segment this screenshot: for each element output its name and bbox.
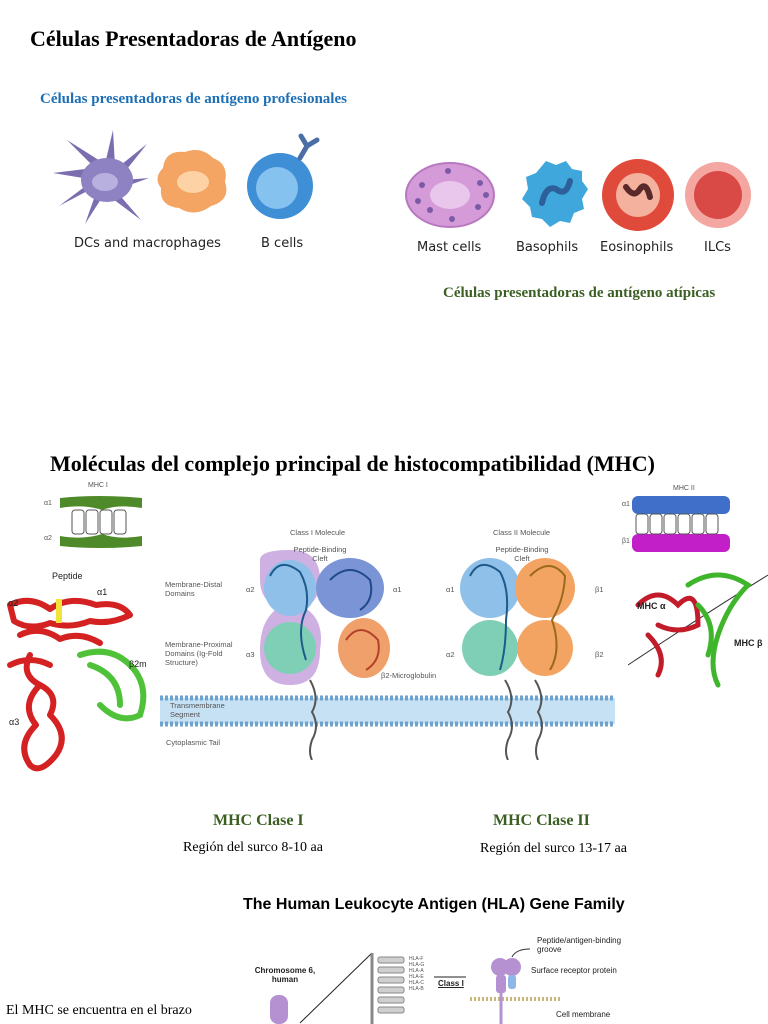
class2-b1-label: β1 xyxy=(595,585,604,594)
b-cells-label: B cells xyxy=(261,236,304,251)
basophils-label: Basophils xyxy=(516,240,579,255)
chromosome-label: Chromosome 6, human xyxy=(254,966,316,984)
mast-cell-icon xyxy=(405,162,495,228)
class1-a1-label: α1 xyxy=(393,585,402,594)
basophil-icon xyxy=(522,161,588,227)
ribbon-b2m-label: β2m xyxy=(129,659,147,669)
cleft1-label: Peptide-Binding Cleft xyxy=(293,545,347,563)
region2-text: Región del surco 13-17 aa xyxy=(480,841,627,856)
b2-microglobulin-label: β2-Microglobulin xyxy=(381,671,437,680)
cytoplasmic-tail-label: Cytoplasmic Tail xyxy=(166,738,221,747)
proximal-domains-label: Membrane-Proximal Domains (Ig-Fold Struc… xyxy=(165,640,233,667)
gene-hla-e: HLA-E xyxy=(409,974,424,980)
mhc1-small-icon xyxy=(60,496,142,548)
transmembrane-label: Transmembrane Segment xyxy=(170,701,225,719)
atypical-apc-label: Células presentadoras de antígeno atípic… xyxy=(443,285,716,301)
eosinophil-icon xyxy=(602,159,674,231)
cell-membrane-label: Cell membrane xyxy=(556,1010,611,1019)
class1-a3-label: α3 xyxy=(246,650,255,659)
class2-b2-label: β2 xyxy=(595,650,604,659)
mhc1-a2-label: α2 xyxy=(44,535,52,542)
class1-gene-label: Class I xyxy=(438,979,464,988)
professional-cells-illustration xyxy=(53,130,320,224)
mhc-domains-diagram xyxy=(160,550,615,760)
class1-title: Class I Molecule xyxy=(290,528,346,537)
mhc-beta-label: MHC β xyxy=(734,638,763,648)
class2-a1-label: α1 xyxy=(446,585,455,594)
ribbon-a3-label: α3 xyxy=(9,717,20,727)
region1-text: Región del surco 8-10 aa xyxy=(183,840,323,855)
mhc2-b1-label: β1 xyxy=(622,538,630,545)
cleft2-label: Peptide-Binding Cleft xyxy=(495,545,549,563)
class1-molecule xyxy=(260,550,390,760)
gene-hla-f: HLA-F xyxy=(409,956,424,962)
binding-groove-label: Peptide/antigen-binding groove xyxy=(537,936,622,954)
ribbon-a2-label: α2 xyxy=(8,598,19,608)
mhc1-ribbon-structure xyxy=(7,597,147,772)
mhc-section-title: Moléculas del complejo principal de hist… xyxy=(50,451,655,476)
hla-gene-figure xyxy=(270,948,560,1024)
peptide-label: Peptide xyxy=(52,571,83,581)
gene-hla-a: HLA-A xyxy=(409,968,424,974)
ribbon-a1-label: α1 xyxy=(97,587,108,597)
dendritic-cell-icon xyxy=(53,130,149,224)
dc-macrophages-label: DCs and macrophages xyxy=(74,236,221,251)
class1-a2-label: α2 xyxy=(246,585,255,594)
eosinophils-label: Eosinophils xyxy=(600,240,674,255)
mast-cells-label: Mast cells xyxy=(417,240,482,255)
ilc-icon xyxy=(685,162,751,228)
ilcs-label: ILCs xyxy=(704,240,731,255)
atypical-cells-illustration xyxy=(405,159,751,231)
mhc-class1-title: MHC Clase I xyxy=(213,812,304,829)
class2-title: Class II Molecule xyxy=(493,528,551,537)
macrophage-icon xyxy=(157,150,227,213)
mhc2-small-title: MHC II xyxy=(673,485,695,492)
class2-molecule xyxy=(460,558,575,760)
b-cell-icon xyxy=(247,133,320,219)
gene-hla-b: HLA-B xyxy=(409,986,424,992)
cell-membrane xyxy=(160,695,615,727)
mhc2-small-icon xyxy=(632,496,730,552)
surface-receptor-label: Surface receptor protein xyxy=(531,966,617,975)
gene-hla-g: HLA-G xyxy=(409,962,425,968)
mhc1-a1-label: α1 xyxy=(44,500,52,507)
mhc1-small-title: MHC I xyxy=(88,482,108,489)
gene-hla-c: HLA-C xyxy=(409,980,425,986)
professional-apc-label: Células presentadoras de antígeno profes… xyxy=(40,91,347,107)
mhc2-ribbon-structure xyxy=(628,572,768,688)
mhc-class2-title: MHC Clase II xyxy=(493,812,590,829)
class2-a2-label: α2 xyxy=(446,650,455,659)
hla-title: The Human Leukocyte Antigen (HLA) Gene F… xyxy=(243,896,625,913)
page-title: Células Presentadoras de Antígeno xyxy=(30,26,357,51)
hla-gene-list: HLA-F HLA-G HLA-A HLA-E HLA-C HLA-B xyxy=(409,956,424,992)
mhc-location-paragraph: El MHC se encuentra en el brazo xyxy=(6,1003,192,1018)
mhc2-a1-label: α1 xyxy=(622,501,630,508)
mhc-alpha-label: MHC α xyxy=(637,601,666,611)
distal-domains-label: Membrane-Distal Domains xyxy=(165,580,223,598)
